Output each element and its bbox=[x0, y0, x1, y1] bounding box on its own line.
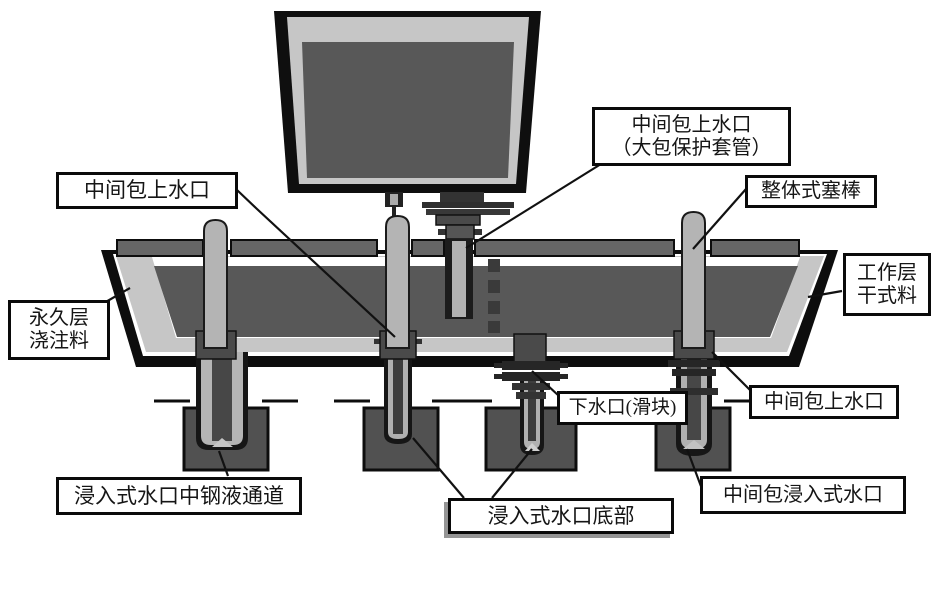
leader-sen-bottom-left bbox=[412, 437, 465, 499]
label-text: （大包保护套管） bbox=[611, 136, 772, 159]
label-box-sen-channel: 浸入式水口中钢液通道 bbox=[56, 477, 302, 515]
label-box-permanent-layer: 永久层 浇注料 bbox=[8, 300, 110, 360]
label-text: 下水口(滑块) bbox=[568, 397, 677, 419]
leader-upper-nozzle-right bbox=[711, 351, 751, 391]
weir-dash-line bbox=[488, 259, 500, 333]
stopper-rod-2 bbox=[385, 214, 410, 349]
slide-gate-plate-upper bbox=[502, 361, 560, 370]
stopper-rod-4 bbox=[681, 210, 706, 349]
tundish-steel bbox=[154, 266, 798, 337]
leader-upper-nozzle-left bbox=[236, 189, 396, 338]
ladle-steel bbox=[302, 42, 514, 178]
ladle bbox=[274, 11, 541, 240]
label-box-upper-nozzle-left: 中间包上水口 bbox=[56, 172, 238, 209]
label-box-lower-nozzle: 下水口(滑块) bbox=[557, 391, 688, 425]
label-box-sen-bottom: 浸入式水口底部 bbox=[448, 498, 674, 534]
label-text: 中间包浸入式水口 bbox=[723, 483, 883, 506]
label-text: 中间包上水口 bbox=[764, 390, 884, 413]
leader-lower-nozzle bbox=[531, 370, 560, 397]
label-text: 浸入式水口底部 bbox=[487, 503, 635, 528]
label-text: 整体式塞棒 bbox=[761, 180, 861, 202]
slide-gate-plate-lower bbox=[502, 372, 560, 381]
leader-tundish-sen bbox=[685, 448, 704, 490]
sen-tips-overlay bbox=[196, 405, 712, 456]
shroud-neck bbox=[445, 224, 475, 240]
ladle-collector bbox=[440, 192, 484, 202]
tundish-cover bbox=[116, 239, 800, 257]
label-box-shroud-top: 中间包上水口 （大包保护套管） bbox=[592, 107, 791, 166]
leader-sen-channel bbox=[217, 450, 230, 477]
label-box-stopper: 整体式塞棒 bbox=[745, 175, 877, 208]
label-text: 工作层 bbox=[857, 261, 917, 284]
shroud-tick-right bbox=[474, 229, 482, 235]
shroud-flange-upper bbox=[422, 202, 514, 208]
stopper-rods bbox=[203, 210, 706, 349]
label-box-upper-nozzle-right: 中间包上水口 bbox=[749, 385, 899, 419]
label-text: 浸入式水口中钢液通道 bbox=[74, 483, 284, 508]
label-box-working-layer: 工作层 干式料 bbox=[843, 253, 931, 316]
label-box-tundish-sen: 中间包浸入式水口 bbox=[700, 476, 906, 514]
stopper-rod-1 bbox=[203, 218, 228, 349]
ladle-shroud-tube bbox=[445, 239, 473, 319]
label-text: 永久层 bbox=[29, 307, 89, 329]
label-text: 浇注料 bbox=[29, 330, 89, 352]
leader-shroud-top bbox=[465, 163, 602, 249]
label-text: 干式料 bbox=[857, 284, 917, 307]
ladle-stub-channel bbox=[390, 194, 398, 205]
shroud-holder-block bbox=[435, 214, 481, 226]
leader-stopper bbox=[692, 188, 747, 250]
shroud-flange-lower bbox=[426, 209, 510, 215]
ladle-stub-stem bbox=[392, 207, 396, 218]
shroud-tick-left bbox=[438, 229, 446, 235]
label-text: 中间包上水口 bbox=[84, 178, 210, 203]
leader-sen-bottom-right bbox=[491, 448, 533, 499]
leader-working-layer bbox=[807, 289, 843, 299]
label-text: 中间包上水口 bbox=[631, 113, 752, 136]
